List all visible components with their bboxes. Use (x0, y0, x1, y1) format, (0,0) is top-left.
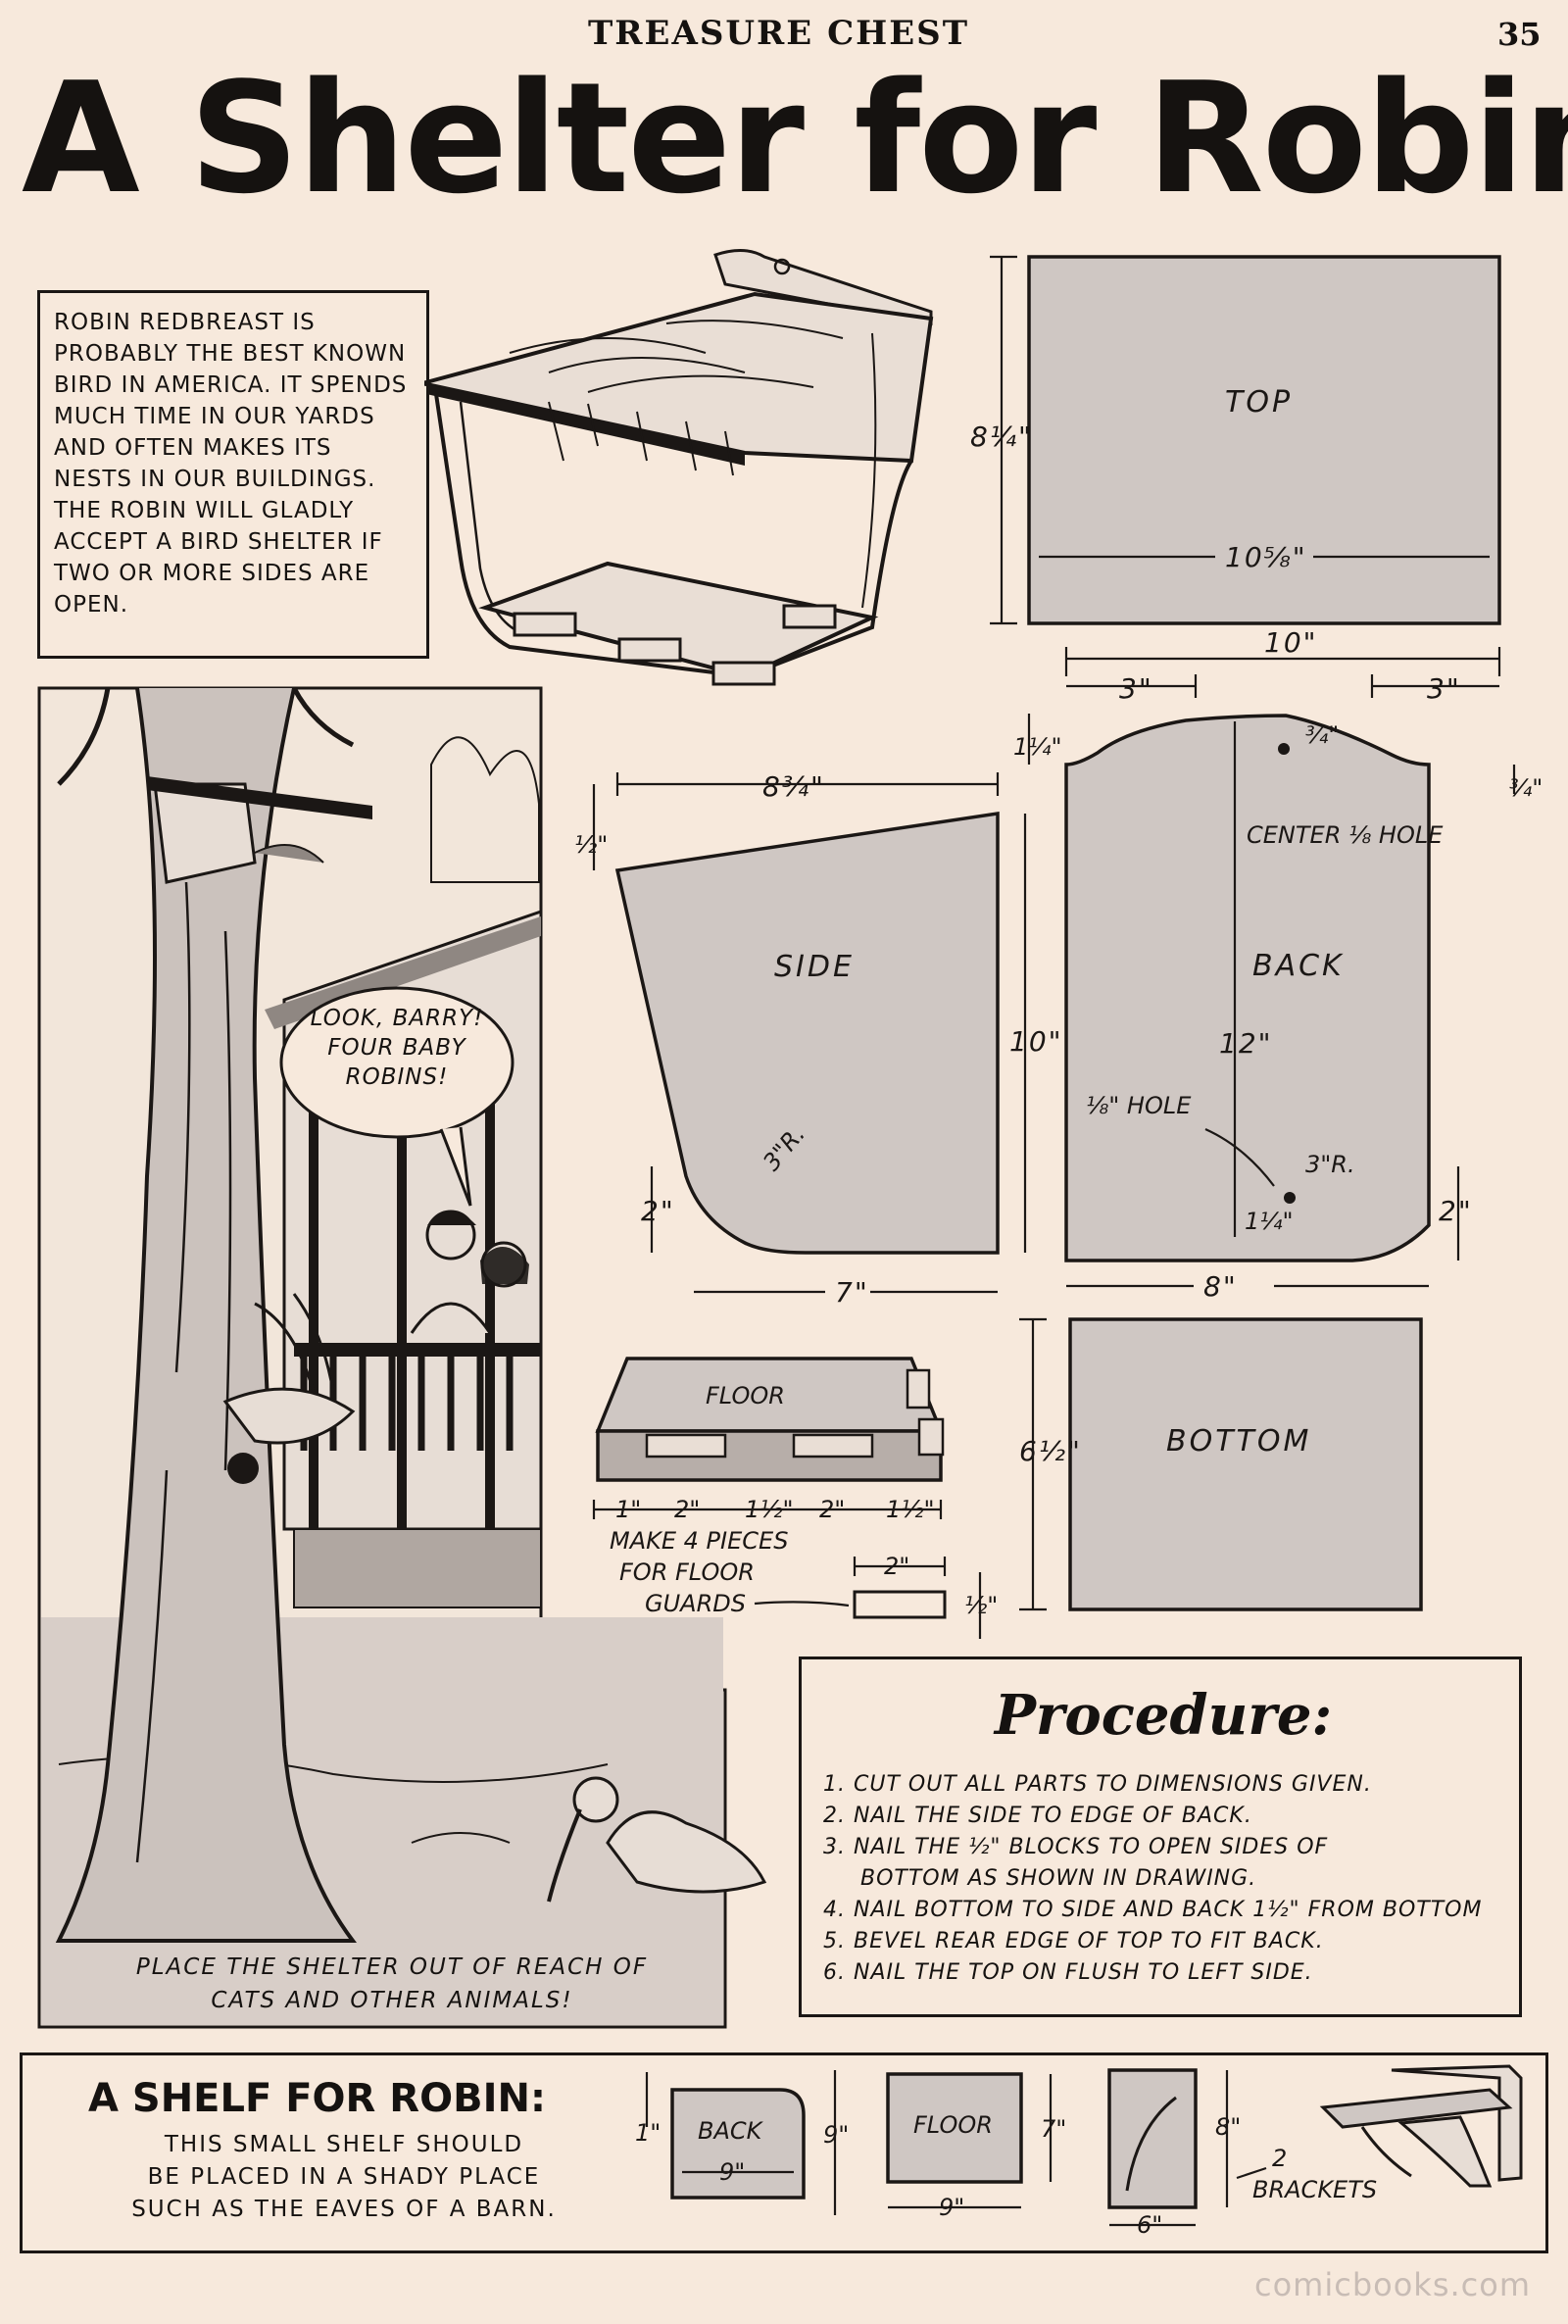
shelf-description-line: THIS SMALL SHELF SHOULD (164, 2132, 524, 2157)
shelf-back-panel (670, 2088, 806, 2200)
page-title: A Shelter for Robin (22, 49, 1568, 227)
side-height-dim: 10" (1009, 1025, 1063, 1058)
back-hole-offset-top-dim: ¾" (1305, 721, 1339, 749)
speech-bubble-line: ROBINS! (345, 1064, 449, 1090)
intro-box: Robin redbreast is probably the best kno… (37, 290, 429, 659)
back-top-left-drop-dim: 1¼" (1013, 733, 1062, 761)
scene-caption-line: CATS AND OTHER ANIMALS! (211, 1988, 573, 2013)
floor-guard-length-dim: 2" (884, 1553, 909, 1580)
back-bottom-corner-dim: 2" (1439, 1195, 1473, 1227)
side-label: SIDE (774, 950, 855, 984)
top-width-dim: 10⅝" (1225, 541, 1307, 573)
procedure-heading: Procedure: (994, 1683, 1333, 1748)
back-panel (1064, 714, 1431, 1262)
floor-guard-piece (853, 1590, 947, 1619)
shelf-floor-height-dim: 7" (1041, 2115, 1066, 2143)
shelf-floor-panel (886, 2072, 1023, 2184)
procedure-list: 1. CUT OUT ALL PARTS TO DIMENSIONS GIVEN… (823, 1769, 1509, 1989)
procedure-step: 5. BEVEL REAR EDGE OF TOP TO FIT BACK. (823, 1929, 1324, 1953)
shelf-back-width-dim: 9" (719, 2158, 745, 2186)
page-number: 35 (1497, 16, 1542, 53)
side-panel (614, 811, 1000, 1255)
back-width-total-dim: 10" (1264, 626, 1318, 659)
shelf-bracket-width-dim: 6" (1137, 2211, 1162, 2239)
floor-spacing-4: 2" (819, 1496, 845, 1523)
magazine-title: TREASURE CHEST (588, 14, 970, 53)
scene-illustration (37, 686, 767, 2029)
watermark: comicbooks.com (1254, 2266, 1532, 2303)
side-plan: 8¾" ½" SIDE 10" 3"R. 2" 7" (574, 770, 1063, 1309)
shelf-floor-label: FLOOR (913, 2111, 993, 2139)
shelf-bracket-count: 2 (1272, 2145, 1287, 2172)
procedure-step: 4. NAIL BOTTOM TO SIDE AND BACK 1½" FROM… (823, 1898, 1483, 1922)
bottom-height-dim: 6½" (1019, 1435, 1082, 1467)
bottom-panel (1068, 1317, 1423, 1611)
back-bottom-hole-note: ⅛" HOLE (1086, 1092, 1192, 1119)
floor-spacing-5: 1½" (886, 1496, 935, 1523)
shelf-plans: BACK 9" 1" 9" FLOOR 7" 9" 8" 6" 2 BRACKE… (635, 2064, 1523, 2239)
shelf-description-line: SUCH AS THE EAVES OF A BARN. (131, 2197, 557, 2222)
back-hole-offset-bottom-dim: 1¼" (1245, 1208, 1294, 1235)
procedure-step: 2. NAIL THE SIDE TO EDGE OF BACK. (823, 1804, 1252, 1828)
back-width-left-dim: 3" (1119, 672, 1153, 705)
floor-guards-note-2: FOR FLOOR (619, 1558, 755, 1586)
side-corner-dim: 2" (641, 1195, 675, 1227)
top-panel (1027, 255, 1501, 625)
bottom-label: BOTTOM (1166, 1424, 1311, 1459)
back-bottom-width-dim: 8" (1203, 1270, 1238, 1303)
side-bottom-width-dim: 7" (835, 1276, 869, 1309)
floor-guards-note-1: MAKE 4 PIECES (610, 1527, 788, 1555)
bottom-plan: BOTTOM 6½" (1019, 1317, 1423, 1611)
back-top-hole-note: CENTER ⅛ HOLE (1247, 821, 1444, 849)
intro-text: Robin redbreast is probably the best kno… (54, 310, 408, 618)
procedure-box: Procedure: 1. CUT OUT ALL PARTS TO DIMEN… (799, 1656, 1522, 2017)
shelter-illustration (424, 249, 934, 686)
back-plan: 10" 3" 3" 1¼" ¾" ¾" CENTER ⅛ HOLE BACK 1… (1013, 626, 1543, 1303)
shelf-back-label: BACK (698, 2117, 764, 2145)
shelf-title: A SHELF FOR ROBIN: (88, 2076, 546, 2121)
scene-caption-line: PLACE THE SHELTER OUT OF REACH OF (135, 1954, 649, 1980)
back-width-right-dim: 3" (1427, 672, 1461, 705)
top-plan: TOP 8¼" 10⅝" (970, 255, 1501, 625)
floor-plan: FLOOR 1" 2" 1½" 2" 1½" MAKE 4 PIECES FOR… (592, 1357, 998, 1639)
procedure-step: 1. CUT OUT ALL PARTS TO DIMENSIONS GIVEN… (823, 1772, 1372, 1797)
back-label: BACK (1252, 949, 1345, 983)
floor-label: FLOOR (706, 1382, 785, 1409)
floor-spacing-2: 2" (674, 1496, 700, 1523)
shelf-back-height-dim: 9" (823, 2121, 849, 2149)
back-height-dim: 12" (1219, 1027, 1273, 1060)
shelf-bracket-panel (1107, 2068, 1198, 2209)
speech-bubble: LOOK, BARRY! FOUR BABY ROBINS! (294, 1004, 500, 1092)
procedure-step: 3. NAIL THE ½" BLOCKS TO OPEN SIDES OF (823, 1835, 1329, 1859)
shelf-bracket-height-dim: 8" (1215, 2113, 1241, 2141)
top-label: TOP (1225, 385, 1293, 420)
floor-guard-height-dim: ½" (964, 1592, 998, 1619)
shelf-back-top-dim: 1" (635, 2119, 661, 2147)
procedure-step: BOTTOM AS SHOWN IN DRAWING. (860, 1866, 1257, 1891)
shelf-description-line: BE PLACED IN A SHADY PLACE (147, 2164, 541, 2190)
speech-bubble-line: LOOK, BARRY! (310, 1006, 484, 1031)
side-slope-dim: ½" (574, 831, 608, 859)
shelf-bracket-label: BRACKETS (1252, 2176, 1377, 2203)
floor-spacing-3: 1½" (745, 1496, 794, 1523)
floor-guards-note-3: GUARDS (645, 1590, 746, 1617)
side-top-width-dim: 8¾" (762, 770, 825, 803)
floor-spacing-1: 1" (615, 1496, 641, 1523)
scene-caption: PLACE THE SHELTER OUT OF REACH OF CATS A… (59, 1951, 725, 2017)
procedure-step: 6. NAIL THE TOP ON FLUSH TO LEFT SIDE. (823, 1960, 1313, 1985)
shelf-description: THIS SMALL SHELF SHOULD BE PLACED IN A S… (84, 2129, 604, 2226)
shelf-panel (20, 2052, 1548, 2253)
shelf-floor-width-dim: 9" (939, 2194, 964, 2221)
back-radius-dim: 3"R. (1305, 1151, 1355, 1178)
back-top-right-drop-dim: ¾" (1509, 774, 1543, 802)
top-height-dim: 8¼" (970, 420, 1033, 453)
speech-bubble-line: FOUR BABY (327, 1035, 466, 1061)
